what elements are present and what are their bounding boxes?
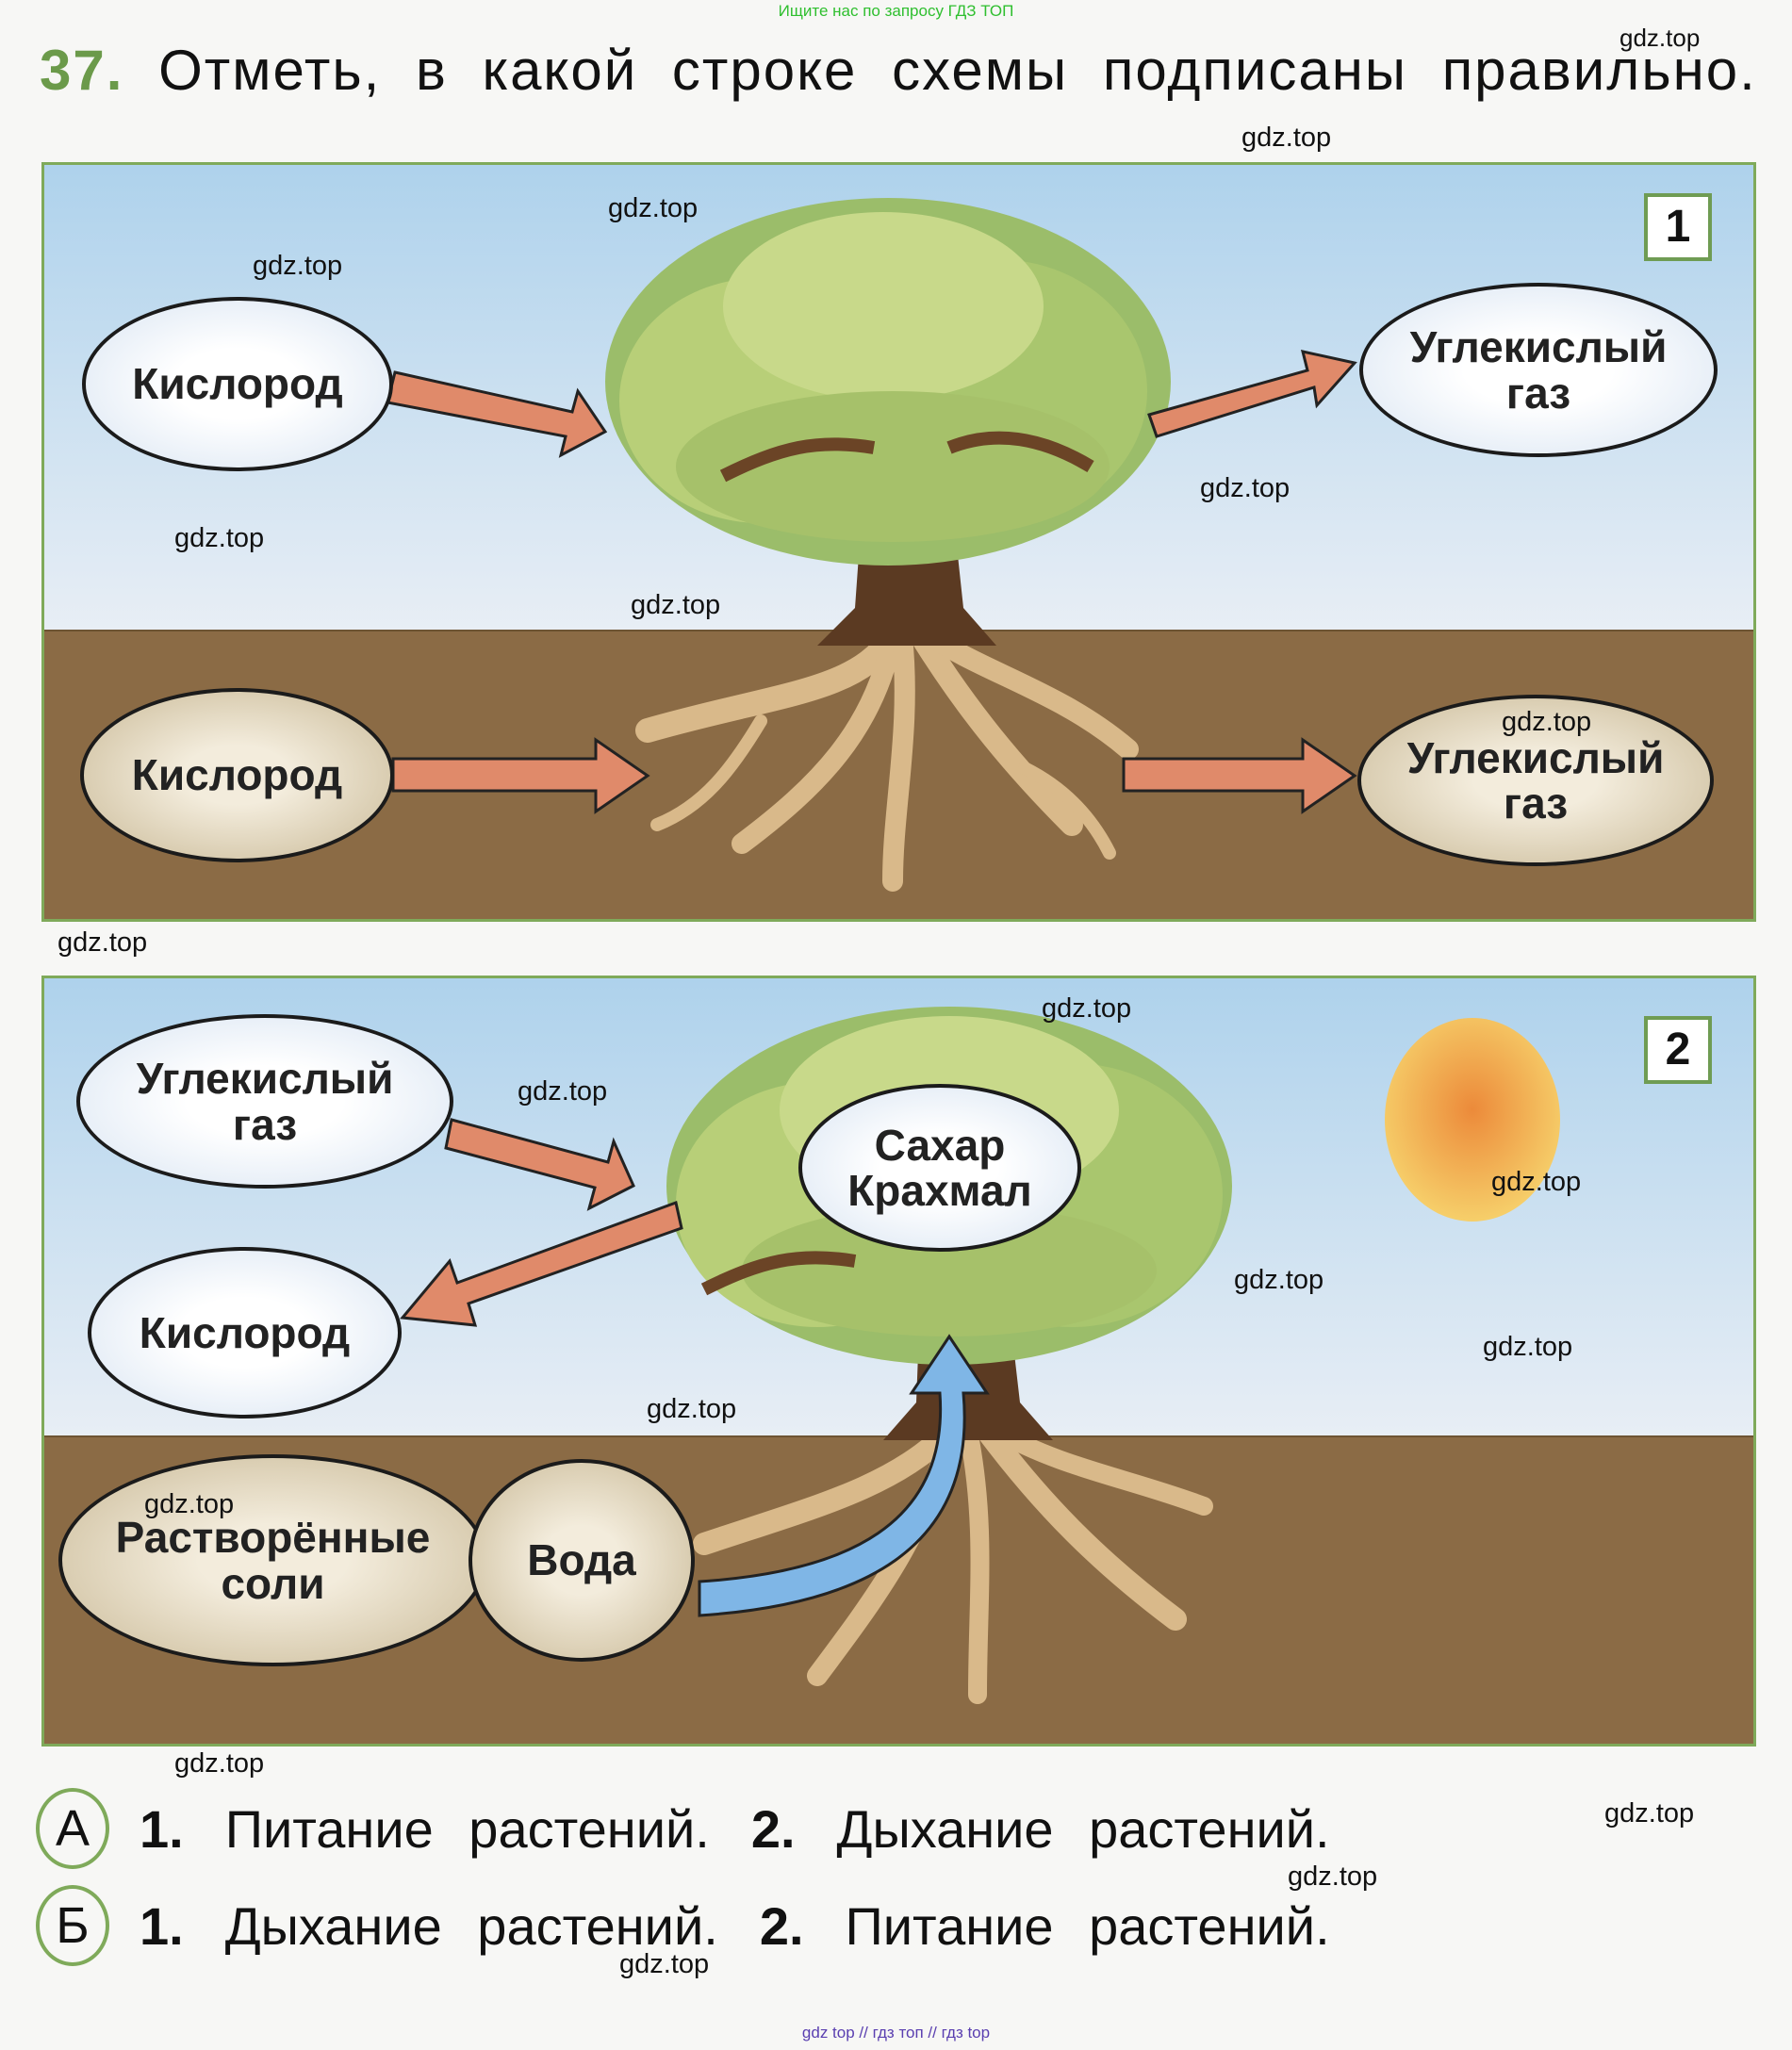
watermark: gdz.top bbox=[174, 523, 265, 553]
item-text: Дыхание растений. bbox=[836, 1798, 1330, 1859]
option-letter-circle[interactable]: Б bbox=[36, 1885, 109, 1966]
ground-carbon-dioxide-label: Углекислый газ bbox=[1357, 695, 1714, 866]
item-number: 2. bbox=[750, 1798, 796, 1859]
ground-oxygen-label: Кислород bbox=[80, 688, 394, 862]
dissolved-salts-label: Растворённые соли bbox=[58, 1454, 487, 1666]
oval-text: Углекислый bbox=[1406, 732, 1665, 782]
item-number: 1. bbox=[140, 1895, 184, 1956]
watermark: gdz.top bbox=[1234, 1265, 1324, 1295]
footer-links: gdz top // гдз топ // гдз top bbox=[801, 2024, 991, 2042]
watermark: gdz.top bbox=[144, 1489, 235, 1519]
oxygen-label: Кислород bbox=[82, 297, 393, 471]
oval-text: Кислород bbox=[132, 359, 343, 409]
oval-text: Растворённые bbox=[115, 1513, 431, 1563]
sugar-starch-label: Сахар Крахмал bbox=[798, 1084, 1081, 1252]
watermark: gdz.top bbox=[1042, 993, 1132, 1024]
oval-text: газ bbox=[232, 1099, 298, 1149]
option-letter-circle[interactable]: А bbox=[36, 1788, 109, 1869]
watermark: gdz.top bbox=[1502, 707, 1592, 737]
answer-option-b[interactable]: Б 1. Дыхание растений. 2. Питание растен… bbox=[36, 1883, 1372, 1968]
oval-text: газ bbox=[1505, 368, 1571, 418]
item-text: Дыхание растений. bbox=[224, 1895, 718, 1956]
oval-text: Углекислый bbox=[1409, 322, 1668, 372]
watermark: gdz.top bbox=[174, 1748, 265, 1779]
watermark: gdz.top bbox=[631, 590, 721, 620]
watermark: gdz.top bbox=[253, 251, 343, 281]
diagram-panel-2: 2 Углекислый газ Кислород Сахар Крахмал … bbox=[41, 976, 1756, 1747]
item-text: Питание растений. bbox=[224, 1798, 710, 1859]
panel-number-badge: 1 bbox=[1644, 193, 1712, 261]
diagram-panel-1: 1 Кислород Углекислый газ Кислород Углек… bbox=[41, 162, 1756, 922]
top-banner: Ищите нас по запросу ГДЗ ТОП bbox=[778, 2, 1014, 20]
watermark: gdz.top bbox=[1491, 1167, 1582, 1197]
task-question: Отметь, в какой строке схемы подписаны п… bbox=[158, 39, 1757, 102]
water-arrow-icon bbox=[698, 1334, 990, 1617]
watermark: gdz.top bbox=[1288, 1861, 1378, 1892]
panel-number-badge: 2 bbox=[1644, 1016, 1712, 1084]
water-label: Вода bbox=[469, 1459, 695, 1662]
task-title: 37. Отметь, в какой строке схемы подписа… bbox=[40, 38, 1757, 103]
watermark: gdz.top bbox=[1200, 473, 1291, 503]
arrow-icon bbox=[400, 1118, 683, 1327]
carbon-dioxide-label: Углекислый газ bbox=[76, 1014, 453, 1189]
watermark: gdz.top bbox=[619, 1949, 710, 1979]
oval-text: Углекислый bbox=[136, 1054, 394, 1104]
oval-text: Крахмал bbox=[847, 1166, 1032, 1215]
watermark: gdz.top bbox=[647, 1394, 737, 1424]
oval-text: Сахар bbox=[874, 1120, 1006, 1170]
canopy-icon bbox=[605, 198, 1171, 566]
watermark: gdz.top bbox=[608, 193, 699, 223]
tree-illustration bbox=[386, 198, 1357, 892]
oval-text: Кислород bbox=[131, 750, 343, 800]
item-text: Питание растений. bbox=[845, 1895, 1330, 1956]
oval-text: газ bbox=[1503, 779, 1569, 828]
watermark: gdz.top bbox=[58, 927, 148, 958]
oval-text: Кислород bbox=[139, 1307, 351, 1357]
oval-text: Вода bbox=[527, 1535, 636, 1585]
arrow-icon bbox=[386, 350, 1357, 814]
answer-option-a[interactable]: А 1. Питание растений. 2. Дыхание растен… bbox=[36, 1786, 1372, 1871]
carbon-dioxide-label: Углекислый газ bbox=[1359, 283, 1718, 457]
watermark: gdz.top bbox=[1604, 1798, 1695, 1829]
item-number: 2. bbox=[759, 1895, 804, 1956]
oval-text: соли bbox=[221, 1558, 325, 1608]
item-number: 1. bbox=[140, 1798, 184, 1859]
sun-icon bbox=[1385, 1018, 1560, 1222]
roots-icon bbox=[635, 624, 1139, 892]
watermark: gdz.top bbox=[1241, 123, 1332, 153]
watermark: gdz.top bbox=[518, 1076, 608, 1107]
watermark: gdz.top bbox=[1483, 1332, 1573, 1362]
task-number: 37. bbox=[40, 39, 124, 102]
watermark: gdz.top bbox=[1619, 24, 1701, 52]
oxygen-label: Кислород bbox=[88, 1247, 402, 1419]
